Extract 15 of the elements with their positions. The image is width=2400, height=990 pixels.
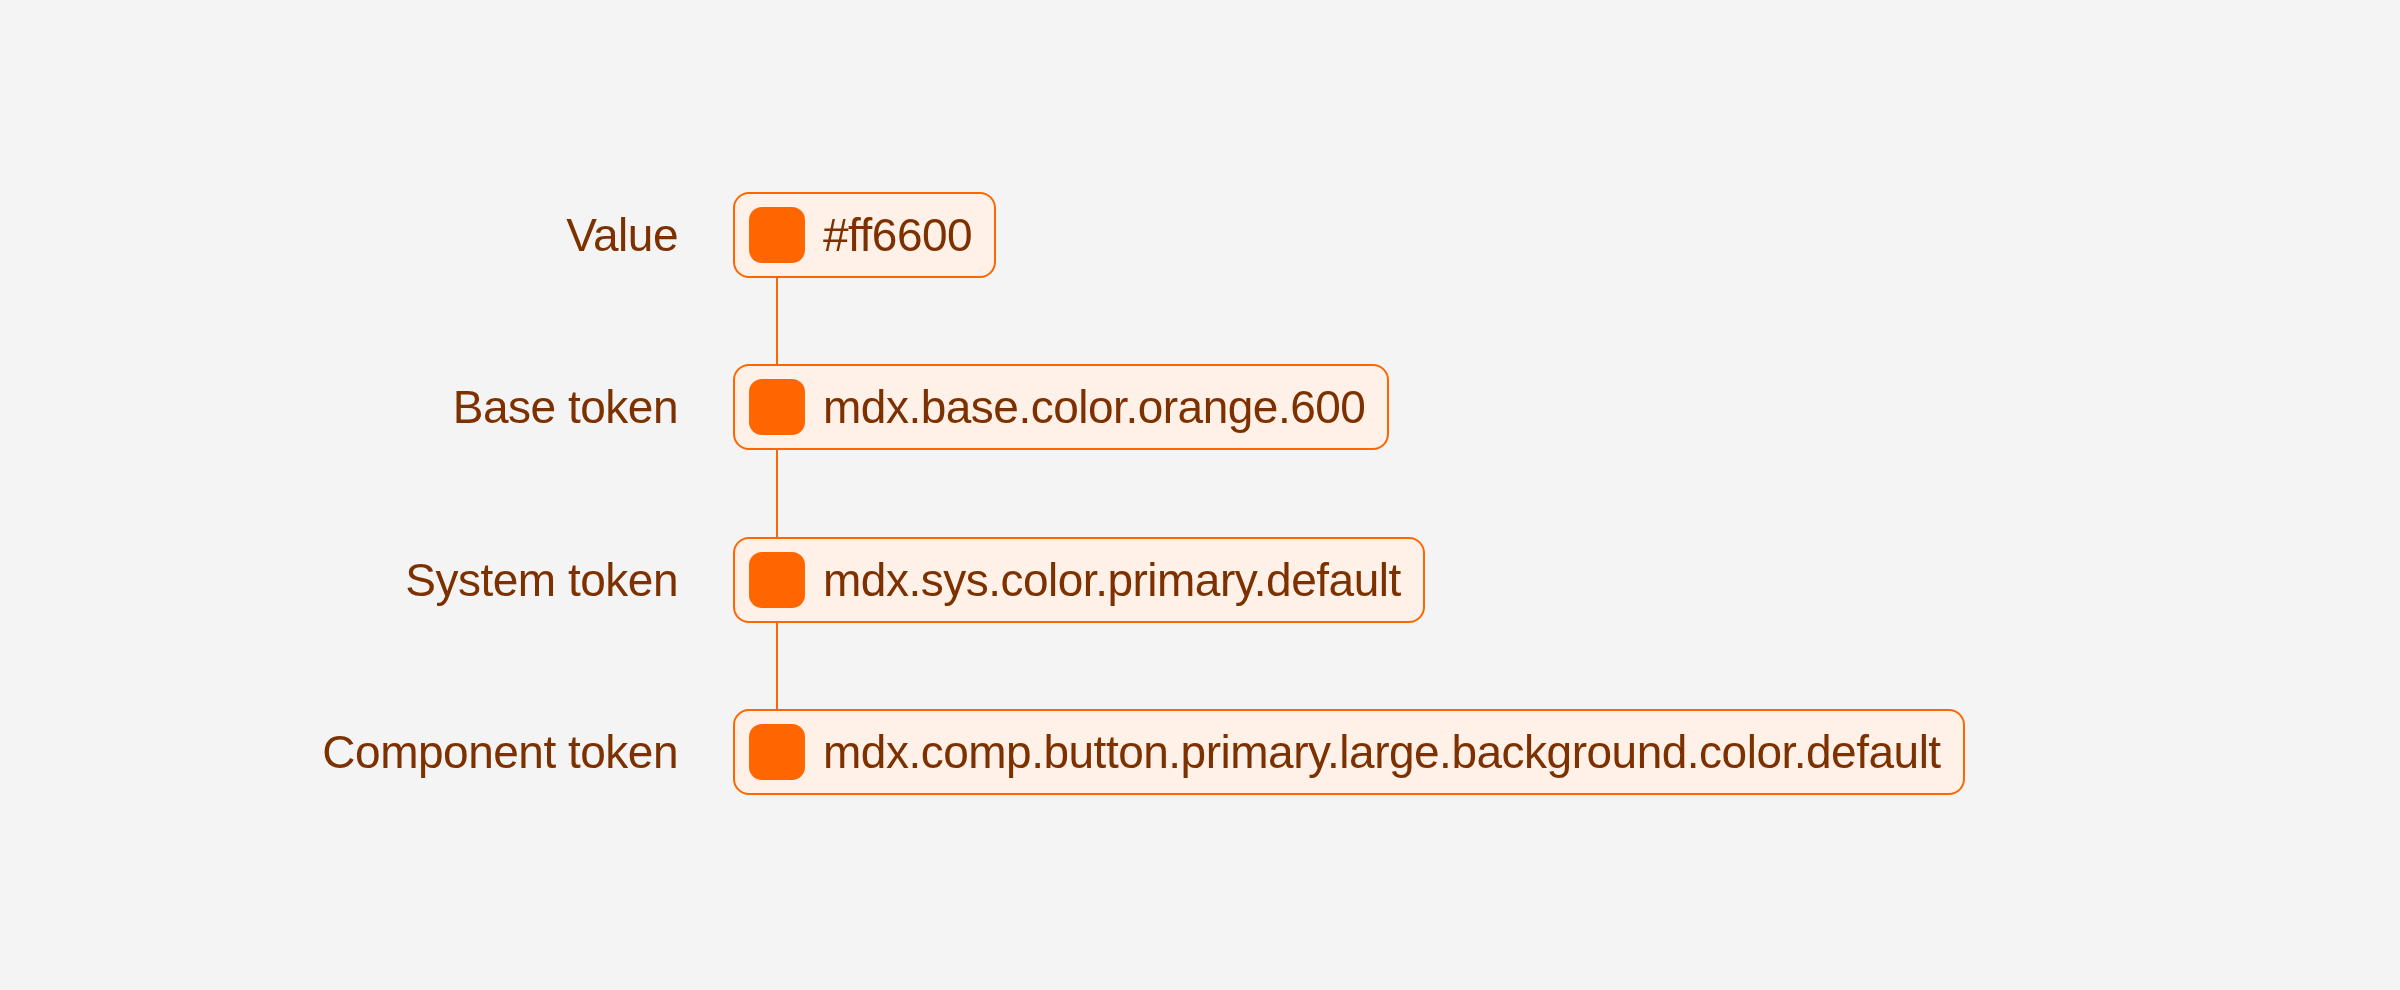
token-name: mdx.comp.button.primary.large.background.color.default xyxy=(823,725,1941,779)
level-label: System token xyxy=(405,553,678,607)
connector-line xyxy=(776,622,778,710)
level-label: Base token xyxy=(452,380,678,434)
token-name: mdx.base.color.orange.600 xyxy=(823,380,1366,434)
token-box xyxy=(733,192,997,278)
token-name: mdx.sys.color.primary.default xyxy=(823,553,1401,607)
level-label: Component token xyxy=(322,725,678,779)
connector-line xyxy=(776,449,778,538)
token-box xyxy=(733,364,1390,450)
token-box xyxy=(733,709,1965,795)
connector-line xyxy=(776,277,778,365)
token-box xyxy=(733,537,1425,623)
token-name: #ff6600 xyxy=(823,208,973,262)
level-label: Value xyxy=(566,208,678,262)
